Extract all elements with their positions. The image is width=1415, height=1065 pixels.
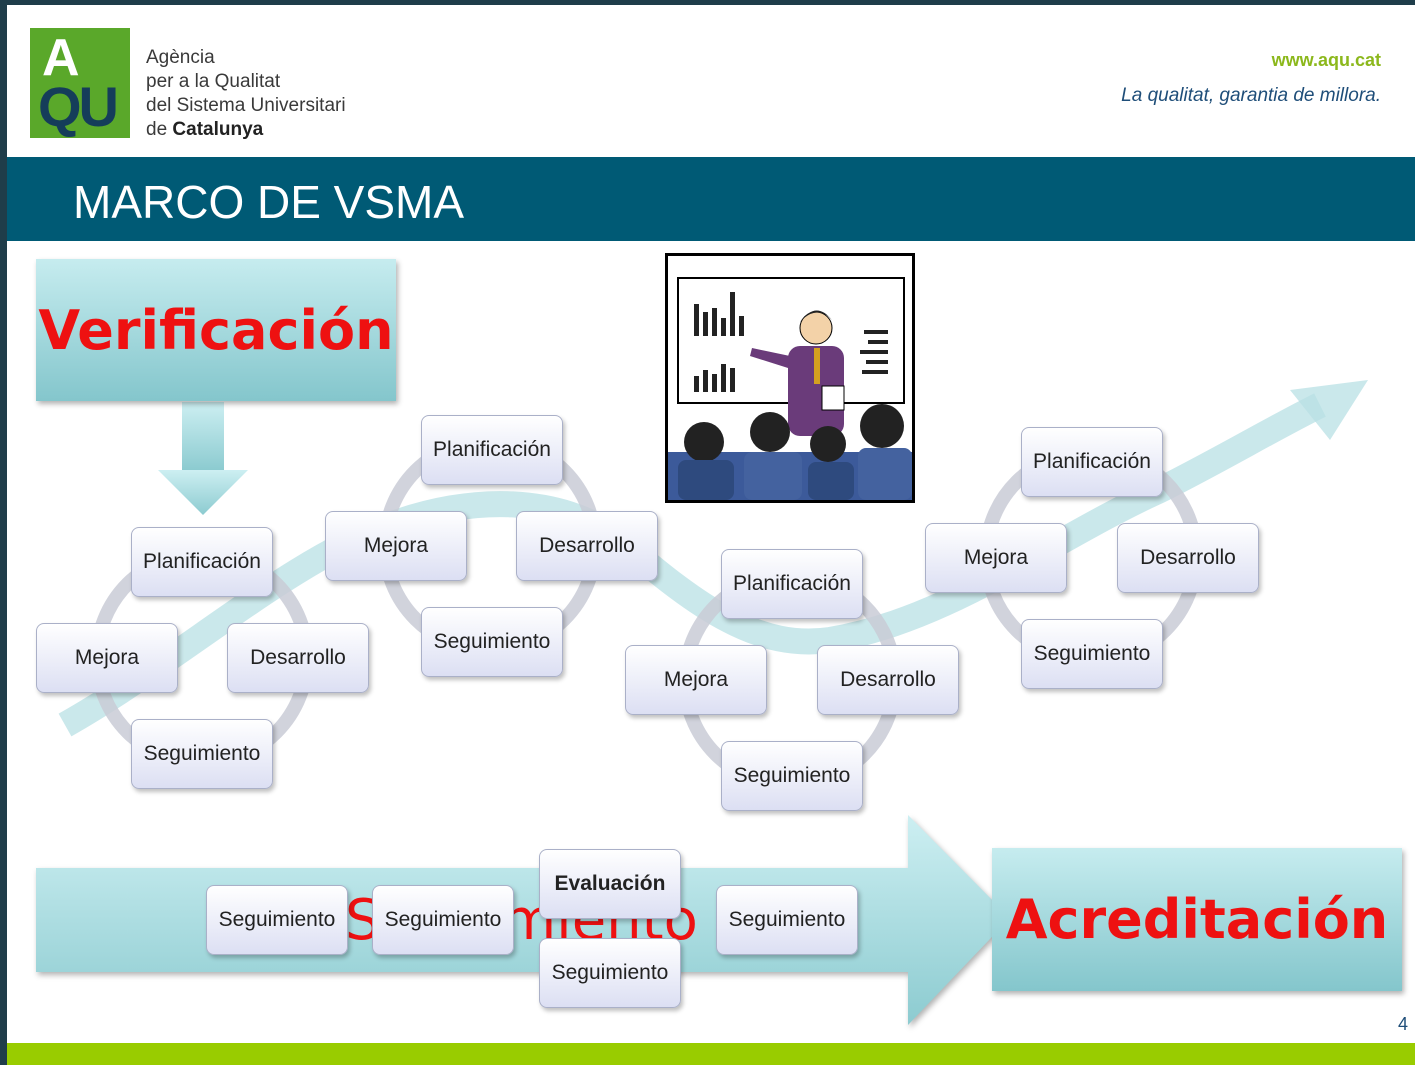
cycle1-desarrollo: Desarrollo [227,623,369,693]
cycle4-seguimiento: Seguimiento [1021,619,1163,689]
cycle2-desarrollo: Desarrollo [516,511,658,581]
timeline-seguimiento-1: Seguimiento [206,885,348,955]
cycle4-desarrollo: Desarrollo [1117,523,1259,593]
acreditacion-box: Acreditación [992,848,1402,991]
cycle1-seguimiento: Seguimiento [131,719,273,789]
timeline-seguimiento-3: Seguimiento [539,938,681,1008]
agency-line-2: per a la Qualitat [146,71,281,92]
frame-left-border [0,0,7,1065]
cycle4-mejora: Mejora [925,523,1067,593]
footer-band [7,1043,1415,1065]
agency-line-4: de Catalunya [146,118,346,142]
agency-line-4-prefix: de [146,119,168,140]
agency-name: Agència per a la Qualitat del Sistema Un… [146,46,346,142]
trend-wave-arrowhead [1290,380,1368,440]
presentation-illustration [665,253,915,503]
down-arrow-shaft [182,402,224,470]
logo-letters-qu: QU [38,75,119,138]
website-link[interactable]: www.aqu.cat [1271,50,1381,70]
verificacion-box: Verificación [36,259,396,401]
cycle1-planificacion: Planificación [131,527,273,597]
page-number: 4 [1398,1014,1409,1034]
cycle2-mejora: Mejora [325,511,467,581]
cycle4-planificacion: Planificación [1021,427,1163,497]
cycle3-mejora: Mejora [625,645,767,715]
presenter-clipart [668,277,912,500]
timeline-seguimiento-2: Seguimiento [372,885,514,955]
agency-line-4-bold: Catalunya [172,119,264,140]
cycle2-planificacion: Planificación [421,415,563,485]
tagline: La qualitat, garantia de millora. [1121,85,1381,106]
timeline-seguimiento-4: Seguimiento [716,885,858,955]
aqu-logo: A QU [30,28,130,138]
agency-line-3: del Sistema Universitari [146,95,346,116]
big-right-arrow [36,815,1010,1025]
frame-top-border [0,0,1415,5]
cycle3-seguimiento: Seguimiento [721,741,863,811]
agency-line-1: Agència [146,47,215,68]
title-band: MARCO DE VSMA [7,157,1415,241]
cycle3-planificacion: Planificación [721,549,863,619]
cycle3-desarrollo: Desarrollo [817,645,959,715]
timeline-evaluacion: Evaluación [539,849,681,919]
slide-title: MARCO DE VSMA [73,176,465,228]
cycle1-mejora: Mejora [36,623,178,693]
cycle2-seguimiento: Seguimiento [421,607,563,677]
logo-letter-a: A [42,29,80,87]
down-arrow-head [158,470,248,515]
